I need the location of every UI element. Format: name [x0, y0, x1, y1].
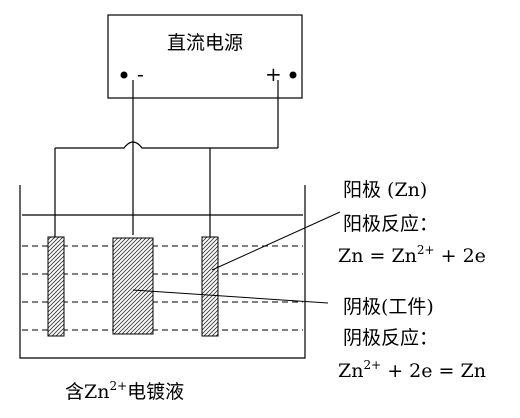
cathode-reaction-label: 阴极反应： — [343, 327, 438, 349]
dc-power-supply-box — [107, 14, 303, 99]
positive-bus-with-hop — [55, 141, 278, 149]
negative-terminal-sign: - — [137, 62, 144, 86]
solution-dashed-lines — [22, 245, 303, 331]
right-anode-zn — [201, 236, 219, 337]
anode-leader-line — [211, 211, 341, 271]
plating-tank — [19, 185, 306, 359]
anode-title: 阳极 (Zn) — [343, 179, 427, 201]
left-anode-zn — [47, 236, 65, 337]
cathode-title: 阴极(工件) — [343, 296, 434, 318]
anode-reaction-label: 阳极反应： — [343, 213, 438, 235]
cathode-reaction-equation: Zn2+ + 2e = Zn — [338, 358, 486, 382]
circuit-wires — [54, 80, 279, 237]
cathode-workpiece — [112, 237, 154, 335]
cathode-leader-line — [132, 289, 329, 304]
anode-reaction-equation: Zn = Zn2+ + 2e — [338, 243, 486, 267]
power-supply-label: 直流电源 — [167, 32, 243, 54]
solution-label: 含Zn2+电镀液 — [65, 379, 184, 403]
positive-terminal-dot — [289, 71, 297, 79]
positive-terminal-sign: + — [265, 62, 282, 86]
negative-terminal-dot — [120, 71, 128, 79]
